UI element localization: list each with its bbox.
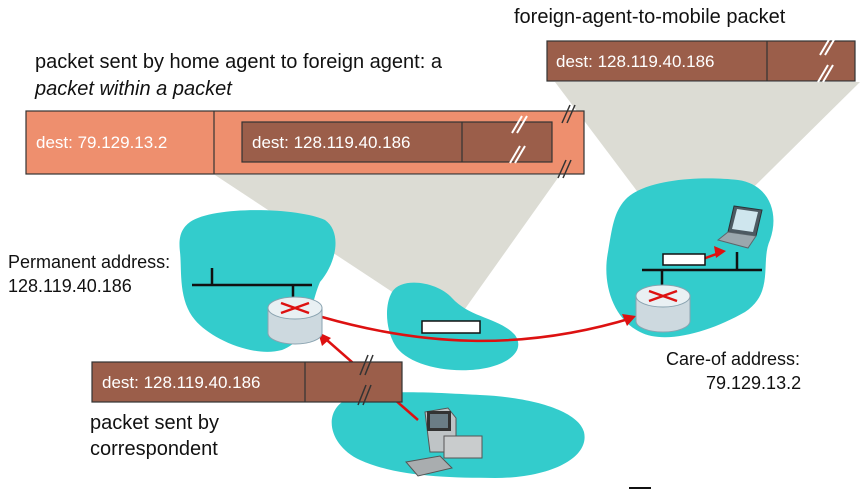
callout-cone-right bbox=[555, 82, 860, 255]
label-careof-value: 79.129.13.2 bbox=[706, 373, 802, 393]
label-foreign-to-mobile: foreign-agent-to-mobile packet bbox=[514, 6, 786, 28]
arrowhead-foreign bbox=[622, 314, 636, 326]
packet-inner: dest: 128.119.40.186 bbox=[241, 115, 553, 164]
packet-foreign-to-mobile-dest: dest: 128.119.40.186 bbox=[556, 52, 715, 71]
network-correspondent bbox=[331, 392, 585, 478]
packet-foreign-to-mobile: dest: 128.119.40.186 bbox=[546, 37, 856, 83]
break-mark bbox=[557, 104, 576, 179]
packet-correspondent-dest: dest: 128.119.40.186 bbox=[102, 373, 261, 392]
label-careof-address: Care-of address: bbox=[666, 349, 801, 369]
in-transit-packet bbox=[421, 320, 481, 334]
foreign-agent-router-icon bbox=[635, 284, 691, 333]
label-permanent-address: Permanent address: bbox=[8, 252, 171, 272]
delivered-packet bbox=[662, 253, 706, 266]
label-correspondent-line1: packet sent by bbox=[90, 412, 219, 434]
foreign-lan bbox=[642, 252, 762, 285]
label-correspondent-line2: correspondent bbox=[90, 438, 218, 460]
slide-footer-mark bbox=[629, 487, 651, 489]
break-mark bbox=[817, 37, 836, 83]
packet-correspondent: dest: 128.119.40.186 bbox=[91, 354, 403, 406]
home-agent-router-icon bbox=[267, 296, 323, 345]
correspondent-computer-icon bbox=[405, 407, 483, 477]
arrow-home-to-foreign bbox=[321, 315, 633, 343]
break-mark bbox=[509, 115, 528, 164]
break-mark bbox=[357, 354, 374, 406]
arrowhead-laptop bbox=[714, 246, 726, 258]
label-permanent-value: 128.119.40.186 bbox=[8, 276, 132, 296]
label-home-to-foreign-line1: packet sent by home agent to foreign age… bbox=[35, 51, 442, 73]
label-home-to-foreign-line2: packet within a packet bbox=[35, 78, 232, 100]
packet-inner-dest: dest: 128.119.40.186 bbox=[252, 133, 411, 152]
packet-outer-dest: dest: 79.129.13.2 bbox=[36, 133, 167, 152]
mobile-laptop-icon bbox=[716, 205, 763, 249]
